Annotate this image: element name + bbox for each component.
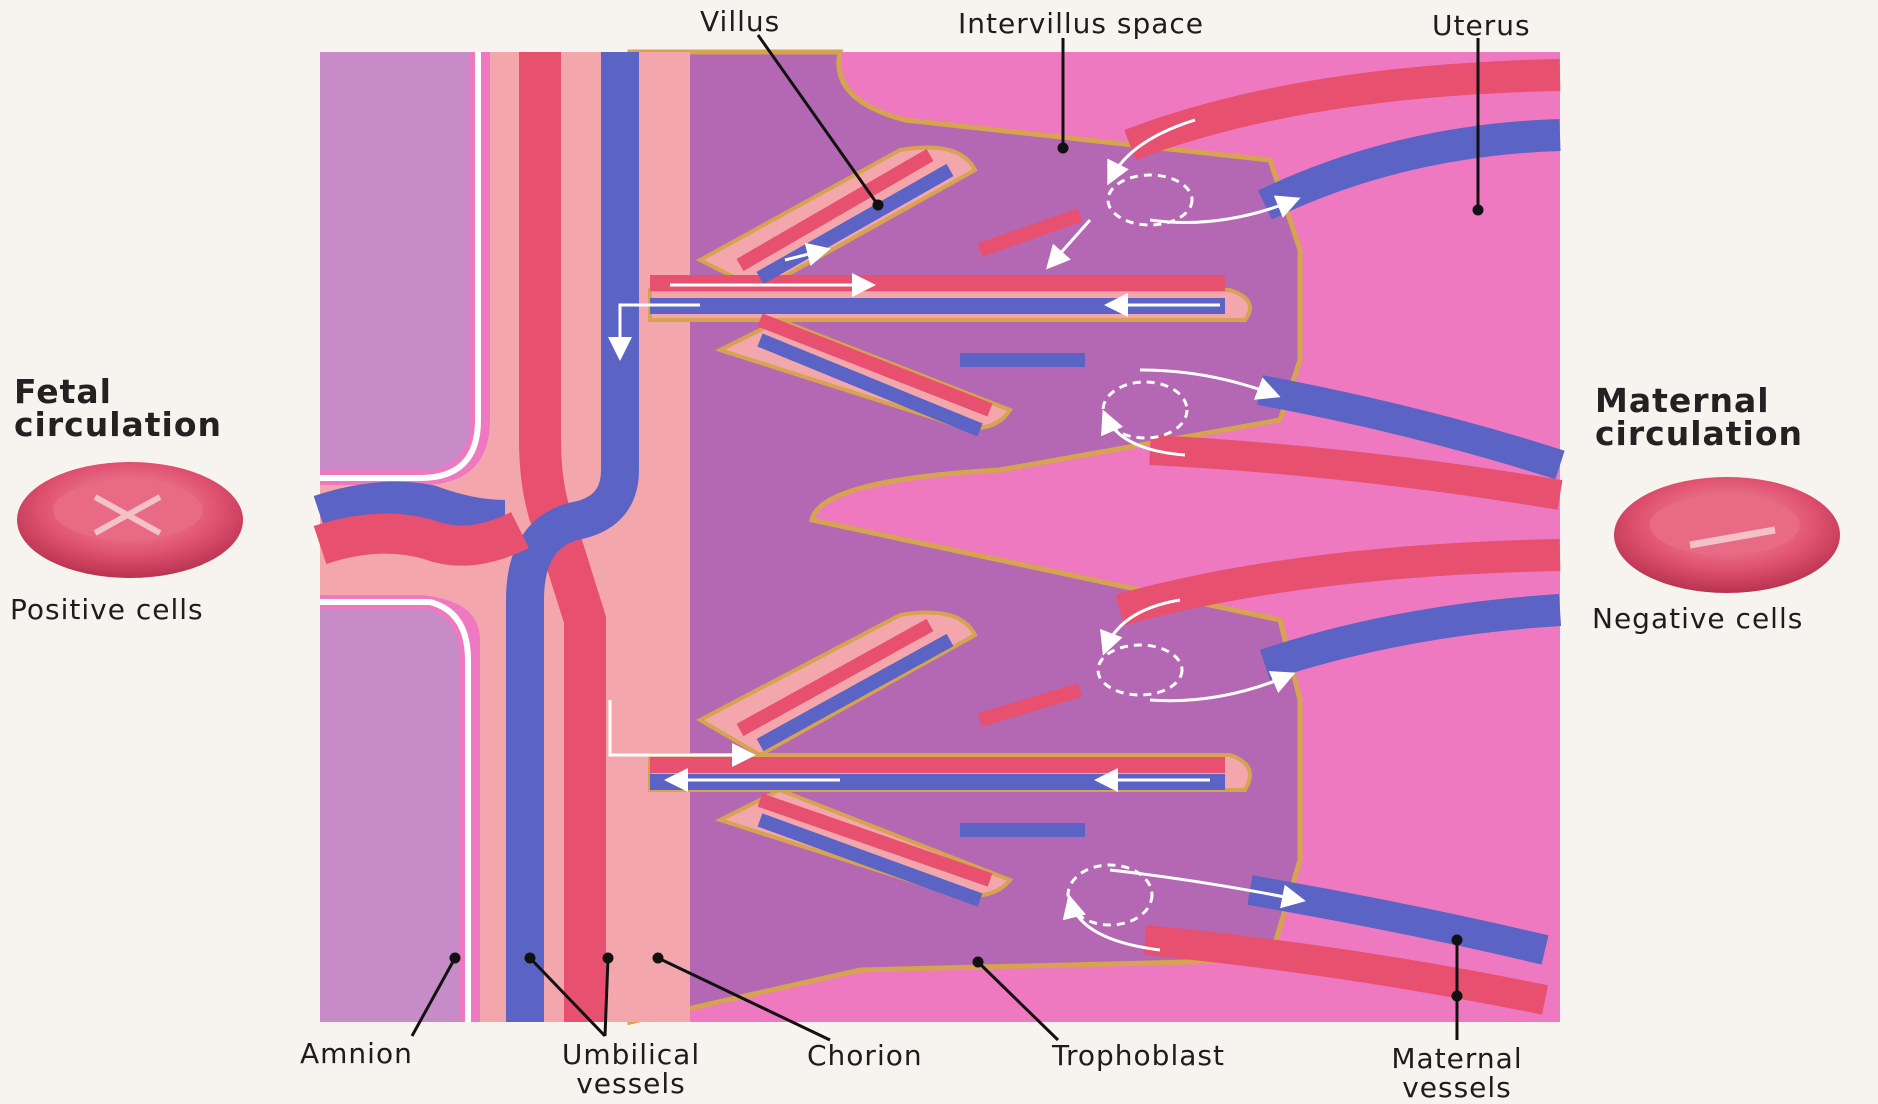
intervillus-space-label: Intervillus space — [958, 10, 1204, 38]
maternal-circulation-heading: Maternal circulation — [1595, 384, 1875, 450]
chorion-label: Chorion — [807, 1042, 923, 1070]
uterus-label: Uterus — [1432, 12, 1531, 40]
trophoblast-label: Trophoblast — [1052, 1042, 1225, 1070]
positive-cells-label: Positive cells — [10, 596, 204, 624]
maternal-vessels-label: Maternal vessels — [1362, 1044, 1552, 1103]
villus-label: Villus — [700, 8, 780, 36]
umbilical-vessels-label: Umbilical vessels — [536, 1040, 726, 1099]
negative-cell-icon — [1614, 477, 1840, 593]
fetal-circulation-heading: Fetal circulation — [14, 375, 284, 441]
negative-cells-label: Negative cells — [1592, 605, 1803, 633]
amnion-label: Amnion — [300, 1040, 413, 1068]
positive-cell-icon — [17, 462, 243, 578]
